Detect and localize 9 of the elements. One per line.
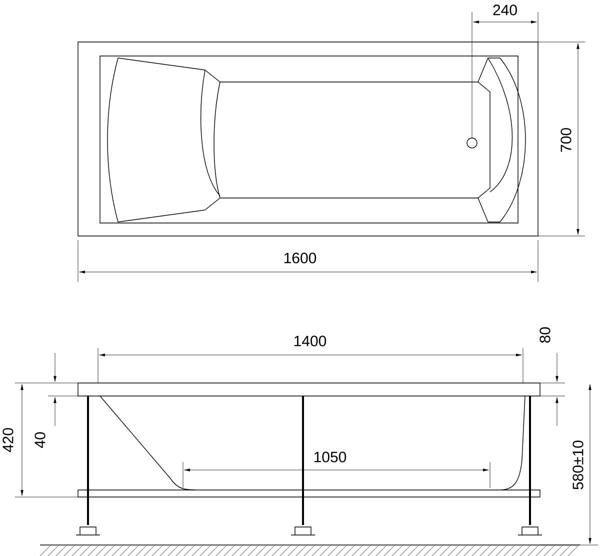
dimension-label: 1600 — [284, 252, 316, 264]
dimension-label: 420 — [2, 428, 14, 452]
dimension-label: 580±10 — [572, 440, 584, 490]
dimension-label: 80 — [540, 327, 550, 343]
dimension-label: 240 — [493, 4, 517, 16]
dimension-label: 700 — [560, 128, 572, 152]
dimension-label: 1050 — [314, 452, 346, 462]
dimension-label: 40 — [34, 432, 46, 448]
dimension-label: 1400 — [294, 336, 326, 346]
